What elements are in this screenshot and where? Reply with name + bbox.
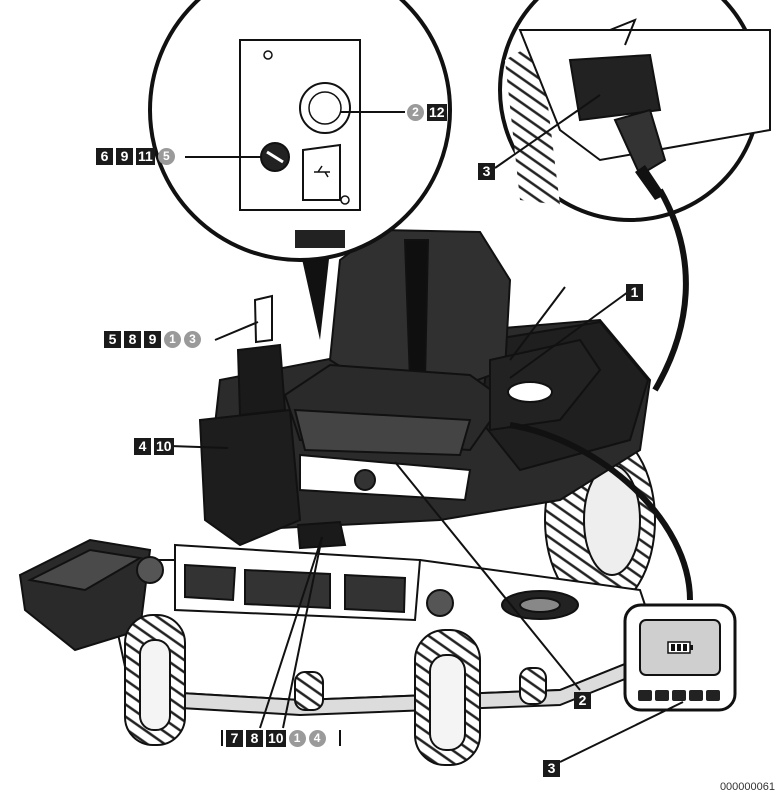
callout-number: 7	[226, 730, 243, 747]
battery-icon	[667, 641, 693, 654]
detail-panel-circle	[148, 0, 452, 340]
callout-circle: 4	[308, 730, 326, 747]
mower-body	[18, 228, 662, 766]
callout-circle: 3	[184, 331, 201, 348]
display-console-circle	[509, 422, 737, 763]
callout-pedal: 7 8 10 1 4	[226, 730, 326, 747]
callout-number: 12	[427, 104, 447, 121]
callout-display-panel: 3	[543, 760, 560, 777]
callout-circle: 1	[288, 730, 306, 747]
callout-circle: 5	[157, 148, 175, 165]
callout-number: 8	[124, 331, 141, 348]
callout-seat-console: 1	[626, 284, 643, 301]
display-buttons	[638, 690, 720, 701]
callout-circle: 1	[164, 331, 181, 348]
callout-number: 1	[626, 284, 643, 301]
callout-number: 4	[134, 438, 151, 455]
callout-circle: 2	[407, 104, 424, 121]
callout-number: 6	[96, 148, 113, 165]
callout-number: 9	[116, 148, 133, 165]
callout-number: 8	[246, 730, 263, 747]
callout-number: 9	[144, 331, 161, 348]
callout-charge-port: 3	[478, 163, 495, 180]
callout-number: 11	[136, 148, 155, 165]
leader-lines	[169, 291, 629, 746]
callout-number: 5	[104, 331, 121, 348]
callout-joystick: 5 8 9 1 3	[104, 331, 201, 348]
callout-number: 2	[574, 692, 591, 709]
callout-number: 10	[266, 730, 286, 747]
figure-reference-number: 000000061	[719, 781, 775, 791]
charge-port-circle	[494, 0, 771, 392]
usb-icon	[314, 165, 330, 178]
callout-front-bar: 2	[574, 692, 591, 709]
callout-number: 10	[154, 438, 174, 455]
callout-number: 3	[543, 760, 560, 777]
callout-left-lever: 4 10	[134, 438, 174, 455]
callout-usb-panel: 6 9 11 5	[96, 148, 175, 165]
callout-number: 3	[478, 163, 495, 180]
callout-power-outlet: 2 12	[407, 104, 447, 121]
